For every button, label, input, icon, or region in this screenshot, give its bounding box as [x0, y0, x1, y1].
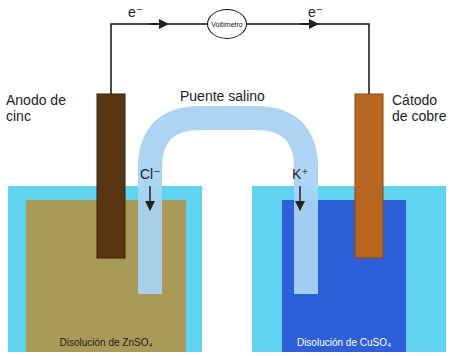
- electron-arrow: [300, 23, 318, 25]
- electron-label: e⁻: [308, 4, 323, 20]
- electrode-label: Anodo de cinc: [6, 92, 94, 124]
- voltmeter-dial: Voltímetro: [207, 9, 247, 39]
- ion-arrow: [299, 186, 301, 210]
- solution-box: Disolución de CuSO₄: [282, 200, 406, 352]
- copper-electrode: [355, 94, 383, 258]
- electron-arrow: [150, 23, 168, 25]
- node-text: Disolución de CuSO₄: [297, 337, 391, 348]
- solution-box: Disolución de ZnSO₄: [26, 200, 186, 352]
- zinc-electrode: [97, 94, 125, 258]
- ion-arrow: [149, 186, 151, 210]
- electron-label: e⁻: [128, 4, 143, 20]
- beaker-right: [252, 186, 446, 352]
- node-text: Voltímetro: [211, 21, 243, 28]
- electrode-label: Cátodo de cobre: [392, 92, 450, 124]
- salt-bridge: [150, 118, 306, 294]
- ion-label: K⁺: [292, 166, 309, 182]
- ion-label: Cl⁻: [140, 166, 161, 182]
- bridge-label: Puente salino: [180, 88, 265, 104]
- node-text: Disolución de ZnSO₄: [59, 337, 152, 348]
